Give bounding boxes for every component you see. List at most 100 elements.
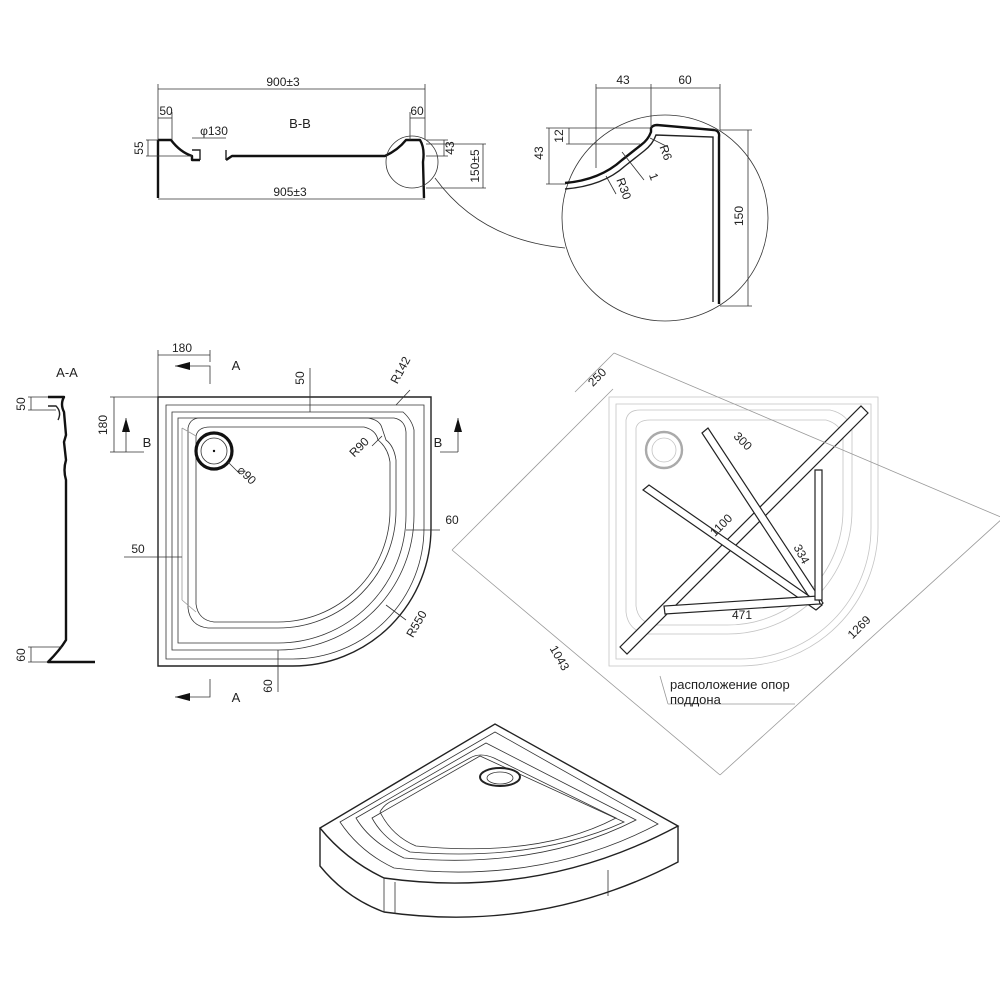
arrow-up-icon	[454, 418, 462, 432]
dim-60-right: 60	[445, 513, 459, 527]
dim-1269: 1269	[845, 613, 874, 642]
plan-rim-3	[177, 417, 407, 644]
section-marker-a-bottom	[175, 679, 211, 698]
dim-250: 250	[585, 365, 609, 389]
iso-drain-inner	[486, 771, 514, 785]
dim-1: 1	[646, 171, 662, 182]
dim-50: 50	[159, 104, 173, 118]
dim-50-top: 50	[293, 371, 307, 385]
arrow-up-icon	[122, 418, 130, 432]
strut-diagonal-main	[619, 405, 869, 655]
iso-outer-top	[318, 723, 680, 884]
arrow-left-icon	[175, 693, 190, 701]
plan-view: 180 180 50 50 R142 R90 ⌀90 60 60 R550 A …	[96, 341, 462, 705]
leader-line	[621, 151, 645, 181]
section-aa-lip	[48, 405, 61, 421]
iso-basin	[371, 755, 625, 855]
leader-r142	[395, 389, 411, 406]
iso-drain	[479, 767, 521, 787]
dim-900: 900±3	[266, 75, 300, 89]
section-aa-profile	[46, 395, 95, 664]
dim-line-1269-top	[613, 352, 1000, 518]
dim-line-1043	[451, 549, 721, 776]
dim-r550: R550	[403, 608, 430, 640]
dim-55: 55	[132, 141, 146, 155]
section-label-a-bottom: A	[232, 690, 241, 705]
plan-basin-outer	[187, 417, 397, 629]
supports-note-line2: поддона	[670, 692, 722, 707]
supports-note-line1: расположение опор	[670, 677, 790, 692]
leader-r550	[385, 604, 407, 621]
leader-r90	[371, 435, 383, 447]
leader-drain	[227, 461, 241, 475]
dim-r90: R90	[346, 434, 372, 460]
dim-43-side: 43	[532, 146, 546, 160]
dim-180-left: 180	[96, 415, 110, 435]
dim-150: 150±5	[468, 149, 482, 183]
detail-inner-line	[564, 134, 714, 302]
section-label-a-top: A	[232, 358, 241, 373]
detail-view: 43 60 12 43 R6 1 R30 150	[532, 73, 769, 322]
tray-drain-inner	[651, 437, 677, 463]
section-label-b-left: B	[143, 435, 152, 450]
supports-plan: 250 300 1100 334 471 1043 1269 расположе…	[451, 352, 1000, 776]
drain-center	[212, 449, 216, 453]
plan-rim-1	[165, 404, 425, 660]
leader-line	[649, 137, 669, 148]
dim-line-1269	[719, 520, 1000, 776]
iso-side-lines	[383, 870, 609, 914]
strut-334-arm	[642, 484, 823, 611]
dim-drain-90: ⌀90	[235, 463, 260, 488]
dim-471: 471	[732, 608, 752, 622]
arrow-left-icon	[175, 362, 190, 370]
dim-60-bottom: 60	[261, 679, 275, 693]
dim-line-250	[451, 388, 614, 551]
iso-rim-2	[355, 742, 637, 861]
tray-drain	[644, 430, 684, 470]
drain-inner	[200, 437, 228, 465]
dim-50-aa: 50	[14, 397, 28, 411]
strut-300	[701, 427, 824, 610]
dim-180-top: 180	[172, 341, 192, 355]
iso-outer-side	[319, 826, 679, 918]
dim-12: 12	[552, 129, 566, 143]
tray-outline	[608, 396, 879, 667]
section-bb: 900±3 905±3 50 60 55 43 150±5 φ130 B-B	[132, 75, 566, 249]
dim-60: 60	[410, 104, 424, 118]
tray-rim	[615, 403, 872, 660]
note-leader	[659, 675, 669, 705]
strut-471	[663, 595, 821, 615]
section-aa-title: A-A	[56, 365, 78, 380]
strut-334	[814, 469, 823, 601]
section-marker-b-right	[440, 418, 459, 453]
iso-rim-1	[339, 731, 659, 873]
section-bb-drain-lip	[192, 149, 227, 160]
dim-150-detail: 150	[732, 206, 746, 226]
dim-905: 905±3	[273, 185, 307, 199]
leader-line	[605, 175, 617, 195]
dim-60-aa: 60	[14, 648, 28, 662]
dim-r6: R6	[657, 143, 676, 163]
plan-rim-2	[171, 411, 415, 651]
dim-r30: R30	[613, 176, 634, 202]
dim-r142: R142	[388, 354, 414, 386]
section-marker-a-top	[175, 365, 211, 384]
section-bb-title: B-B	[289, 116, 311, 131]
plan-bevel	[181, 427, 197, 613]
detail-circle	[561, 114, 769, 322]
detail-leader	[434, 177, 566, 249]
dim-50-left: 50	[131, 542, 145, 556]
section-label-b-right: B	[434, 435, 443, 450]
plan-basin-inner	[195, 426, 391, 623]
section-marker-b-left	[125, 418, 144, 453]
dim-60-top: 60	[678, 73, 692, 87]
plan-outer-contour	[157, 396, 432, 667]
detail-callout-circle	[385, 135, 439, 189]
isometric-view	[318, 723, 680, 918]
ext-line	[574, 352, 615, 393]
dim-43: 43	[443, 141, 457, 155]
iso-basin-inner	[379, 754, 617, 850]
section-aa: A-A 50 60	[14, 365, 95, 664]
dim-300: 300	[731, 429, 755, 453]
